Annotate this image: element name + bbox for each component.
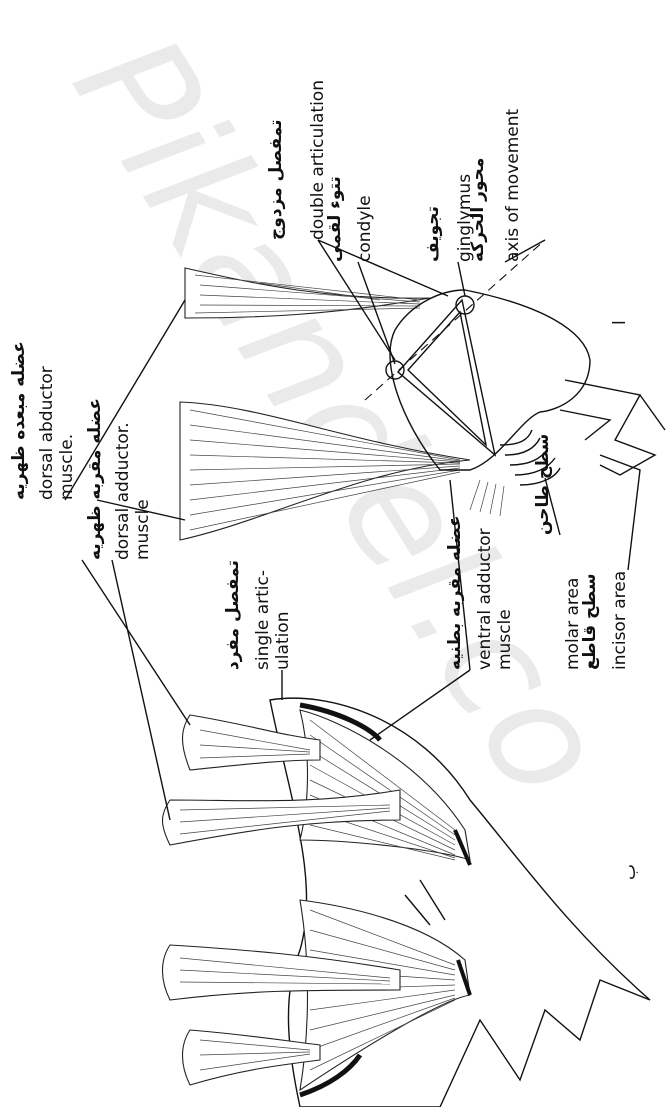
label-molar-area-fa: سطح طاحن	[533, 434, 553, 535]
label-axis-of-movement: axis of movement	[503, 108, 523, 262]
label-single-articulation-2: ulation	[273, 612, 293, 670]
label-condyle-fa: تتوء لقمی	[325, 176, 345, 262]
watermark: Pikandel.co	[39, 7, 641, 826]
label-ventral-adductor-2: muscle	[495, 609, 515, 670]
label-ginglymus-fa: تجویف	[423, 206, 443, 262]
label-dorsal-adductor-1: dorsal adductor.	[113, 422, 133, 560]
label-dorsal-adductor-fa: عضله مقربه ظهریه	[85, 398, 105, 560]
inner-prong	[420, 880, 445, 920]
label-ventral-adductor-fa: عضله مقربه بطنیه	[445, 515, 465, 670]
label-incisor-area-fa: سطح قاطع	[580, 573, 600, 670]
label-single-articulation-1: single artic-	[253, 570, 273, 670]
lower-mandible-body	[300, 900, 470, 1090]
inner-prong	[405, 895, 430, 925]
label-axis-of-movement-fa: محور الحرکه	[468, 158, 488, 262]
label-dorsal-adductor-2: muscle	[133, 499, 153, 560]
label-condyle: condyle	[355, 195, 375, 262]
label-dorsal-abductor-1: dorsal abductor	[37, 366, 57, 500]
label-single-articulation-fa: تمفصل مفرد	[223, 560, 243, 670]
label-double-articulation-fa: تمفصل مزدوج	[266, 119, 286, 240]
label-dorsal-abductor-fa: عضله مبعده ظهریه	[9, 341, 29, 500]
axis-line	[365, 240, 545, 400]
figure-mark-lower: ب	[620, 864, 640, 880]
incisor-teeth	[560, 380, 665, 475]
label-incisor-area: incisor area	[610, 571, 630, 670]
figure-mark-upper: ا	[610, 320, 630, 325]
label-dorsal-abductor-2: muscle.	[57, 434, 77, 500]
label-ventral-adductor-1: ventral adductor	[475, 528, 495, 670]
